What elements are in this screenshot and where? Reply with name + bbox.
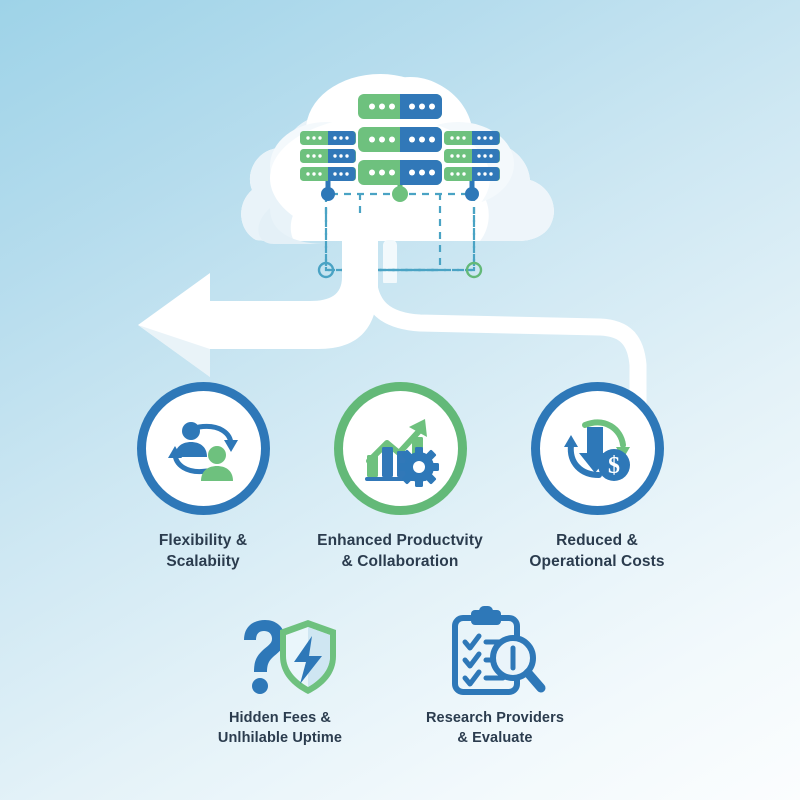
server-stack-center [358, 94, 442, 185]
network-node-center [392, 186, 408, 202]
ribbon-right [359, 215, 647, 414]
server-stack-left [300, 131, 356, 181]
question-shield-icon [244, 620, 336, 694]
question-mark-icon [244, 620, 285, 694]
consideration-research-icon [380, 606, 610, 696]
benefit-costs[interactable]: $ Reduced & Operational Costs [497, 382, 697, 573]
benefits-row: Flexibility & Scalabiity [0, 382, 800, 582]
network-node-right [465, 187, 479, 201]
label-line-2: Scalabiity [166, 553, 240, 571]
users-exchange-icon [168, 421, 238, 481]
label-line-2: & Evaluate [457, 730, 533, 747]
arrow-left-shadow [138, 325, 210, 377]
label-line-1: Enhanced Productvity [317, 532, 483, 549]
clipboard-search-icon [452, 606, 546, 695]
label-line-1: Hidden Fees & [228, 710, 331, 726]
cloud-illustration [230, 58, 570, 283]
shield-icon [280, 620, 336, 694]
consideration-research-label: Research Providers & Evaluate [380, 708, 610, 749]
server-stack-right [444, 131, 500, 181]
gear-icon [399, 446, 439, 487]
lightning-bolt-icon [294, 636, 322, 684]
consideration-research[interactable]: Research Providers & Evaluate [380, 606, 610, 749]
benefit-costs-ring: $ [530, 382, 664, 515]
benefit-productivity[interactable]: Enhanced Productvity & Collaboration [300, 382, 500, 573]
magnifier-icon [490, 635, 546, 693]
label-line-2: Unlhilable Uptime [217, 730, 343, 747]
benefit-flexibility[interactable]: Flexibility & Scalabiity [103, 382, 303, 573]
label-line-2: & Collaboration [341, 553, 459, 571]
arrow-left [138, 215, 378, 377]
connector-endpoint-left [317, 261, 335, 279]
label-line-1: Flexibility & [158, 532, 248, 549]
cost-down-dollar-icon: $ [564, 419, 630, 481]
network-node-left [321, 187, 335, 201]
label-line-2: Operational Costs [529, 553, 665, 571]
consideration-hidden-fees-label: Hidden Fees & Unlhilable Uptime [165, 708, 395, 749]
cloud-stem [383, 240, 397, 283]
consideration-hidden-fees[interactable]: Hidden Fees & Unlhilable Uptime [165, 608, 395, 749]
dollar-glyph: $ [608, 453, 620, 479]
flow-arrow-illustration [60, 215, 760, 415]
considerations-row: Hidden Fees & Unlhilable Uptime [0, 606, 800, 778]
benefit-flexibility-label: Flexibility & Scalabiity [103, 530, 303, 573]
connector-endpoint-right [465, 261, 483, 279]
benefit-productivity-ring [333, 382, 467, 515]
growth-chart-gear-icon [365, 418, 439, 487]
consideration-hidden-fees-icon [165, 608, 395, 696]
benefit-productivity-label: Enhanced Productvity & Collaboration [300, 530, 500, 573]
benefit-flexibility-ring [136, 382, 270, 515]
label-line-1: Research Providers [425, 710, 564, 726]
label-line-1: Reduced & [556, 532, 638, 549]
benefit-costs-label: Reduced & Operational Costs [497, 530, 697, 573]
